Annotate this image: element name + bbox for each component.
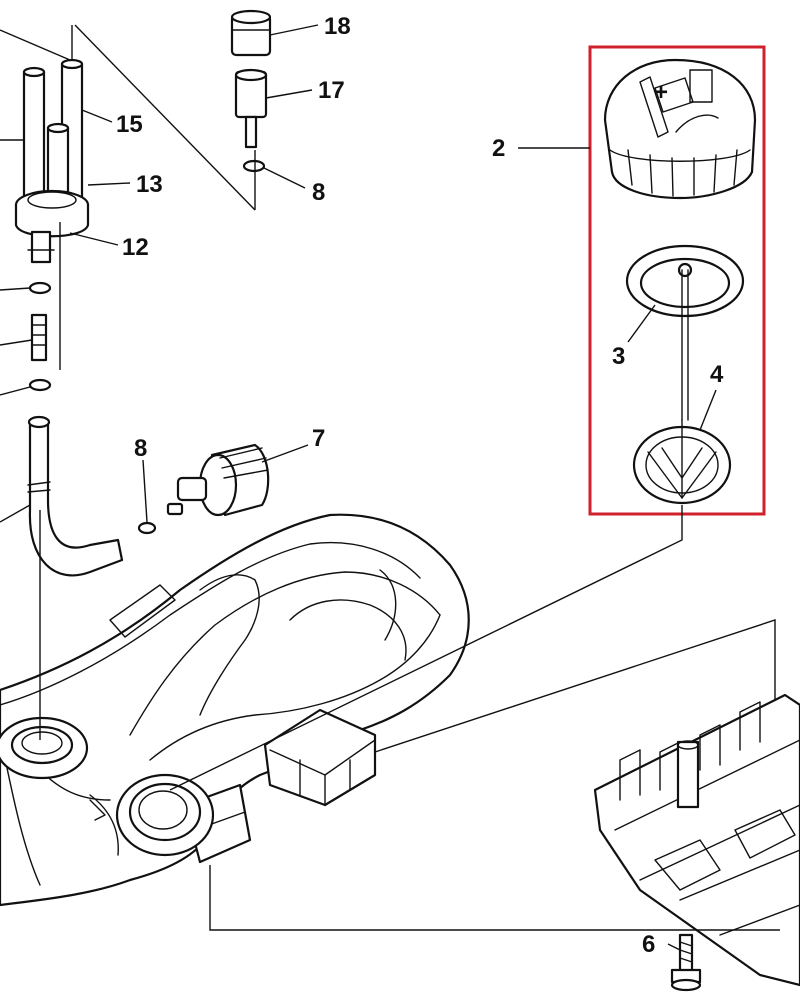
label-part-8-top: 8	[312, 179, 325, 206]
tube-assembly	[14, 58, 90, 392]
label-part-15: 15	[116, 111, 143, 138]
filter-parts	[230, 9, 272, 173]
tank-bracket	[593, 693, 800, 987]
part-number-labels: 18 17 8 15 13 12 2 3 4 7 8 6	[116, 13, 724, 958]
label-part-4: 4	[710, 361, 724, 388]
fuel-hose	[27, 415, 124, 577]
cap-assembly: +	[588, 45, 766, 516]
label-part-2: 2	[492, 135, 505, 162]
fuel-filter-7	[137, 443, 270, 535]
highlight-box	[588, 45, 766, 516]
label-part-7: 7	[312, 425, 325, 452]
label-part-8-mid: 8	[134, 435, 147, 462]
label-part-17: 17	[318, 77, 345, 104]
svg-text:+: +	[654, 79, 668, 106]
label-part-6: 6	[642, 931, 655, 958]
fuel-tank	[0, 513, 470, 907]
label-part-18: 18	[324, 13, 351, 40]
screw-6	[670, 933, 702, 992]
label-part-12: 12	[122, 234, 149, 261]
label-part-3: 3	[612, 343, 625, 370]
label-part-13: 13	[136, 171, 163, 198]
leader-lines	[0, 24, 780, 951]
